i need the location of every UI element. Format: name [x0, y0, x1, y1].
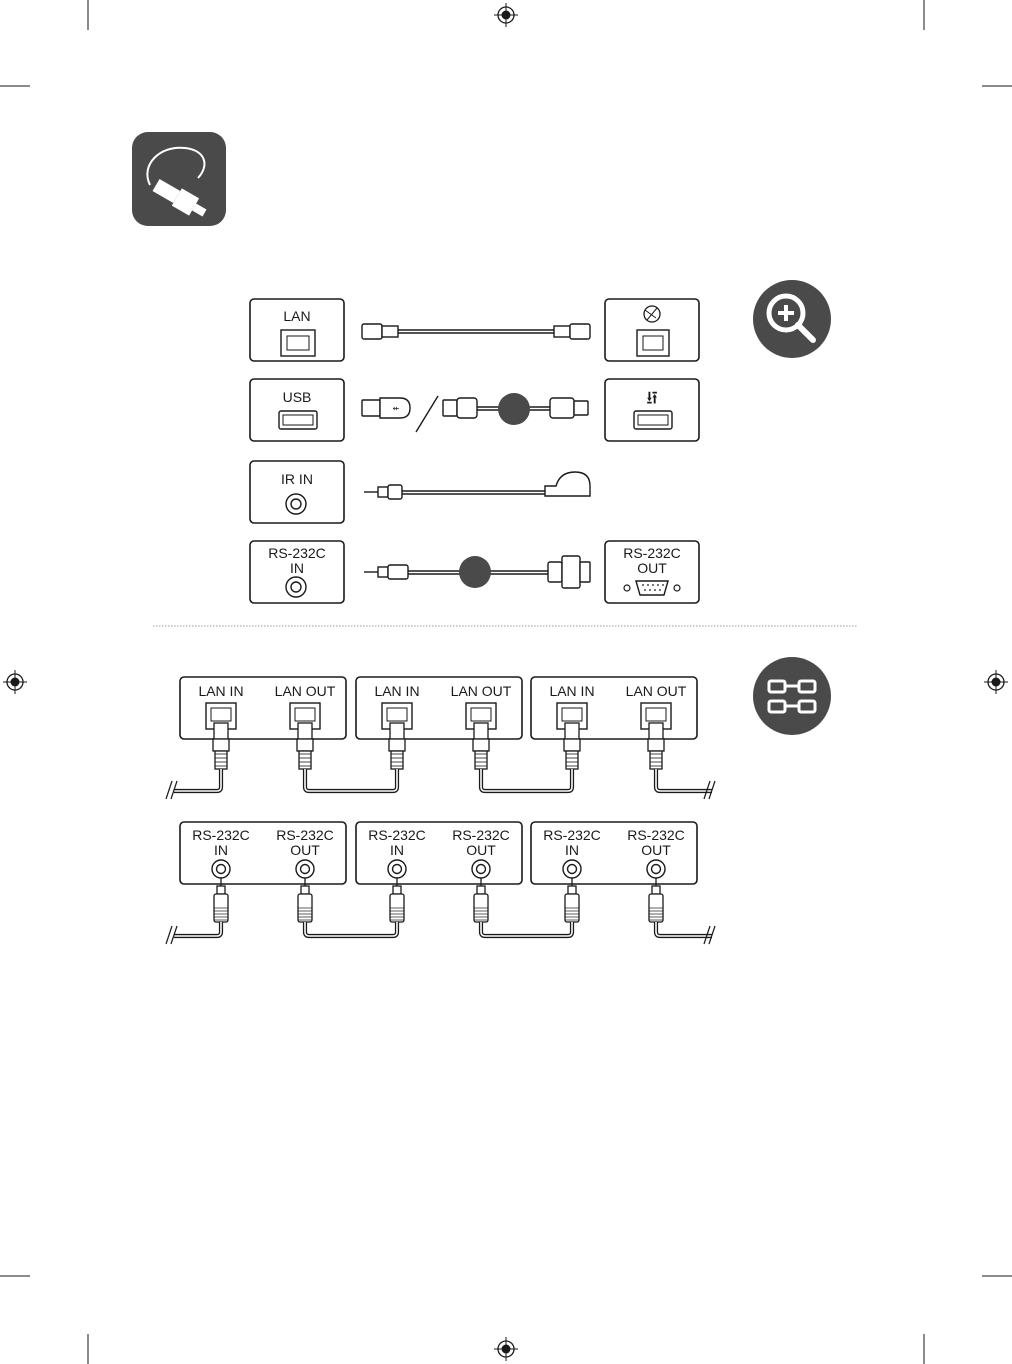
lan-in-label: LAN IN — [549, 683, 594, 699]
rs232c-in-label: RS-232C — [543, 827, 601, 843]
registration-mark-icon — [3, 670, 27, 694]
rs232c-out-sublabel: OUT — [641, 842, 671, 858]
rs232c-out-label: RS-232C — [276, 827, 334, 843]
rs232c-out-sublabel: OUT — [466, 842, 496, 858]
cable-break-mark — [166, 926, 172, 944]
lan-in-label: LAN IN — [374, 683, 419, 699]
incoming-cable — [174, 922, 221, 936]
rs232c-in-sublabel: IN — [214, 842, 228, 858]
rs232c-in-port-box: RS-232C IN — [250, 541, 344, 603]
cable-break-mark — [166, 781, 172, 799]
rs232c-cable — [364, 556, 590, 588]
rs232c-out-label-line1: RS-232C — [623, 545, 681, 561]
network-port-box — [605, 299, 699, 361]
lan-cable-plug — [564, 723, 580, 769]
monitor-panel: LAN IN LAN OUT — [531, 677, 697, 739]
usb-port-box: USB — [250, 379, 344, 441]
link-cable — [305, 922, 397, 936]
rs232c-out-port-box: RS-232C OUT — [605, 541, 699, 603]
lan-out-label: LAN OUT — [451, 683, 512, 699]
link-cable — [481, 769, 572, 791]
rs232c-in-label-line1: RS-232C — [268, 545, 326, 561]
usb-flash-drive: ⇷ — [362, 398, 410, 418]
lan-daisy-chain: LAN IN LAN OUT LAN IN LAN OUT LAN IN LAN OUT — [166, 677, 715, 799]
lan-cable-plug — [473, 723, 489, 769]
svg-text:⇷: ⇷ — [393, 404, 400, 413]
lan-cable-plug — [648, 723, 664, 769]
rs232c-in-label: RS-232C — [192, 827, 250, 843]
lan-port-label: LAN — [283, 308, 310, 324]
rs232c-in-sublabel: IN — [390, 842, 404, 858]
zoom-in-icon — [753, 280, 831, 358]
incoming-cable — [174, 769, 221, 791]
rs232c-out-label: RS-232C — [627, 827, 685, 843]
link-cable — [305, 769, 397, 791]
monitor-panel: LAN IN LAN OUT — [356, 677, 522, 739]
cable-marker — [459, 556, 491, 588]
registration-mark-icon — [494, 1337, 518, 1361]
ir-in-port-box: IR IN — [250, 461, 344, 523]
lan-cable-plug — [297, 723, 313, 769]
ir-receiver-cable — [364, 472, 590, 499]
outgoing-cable — [656, 769, 712, 791]
lan-cable-plug — [389, 723, 405, 769]
lan-cable — [362, 324, 590, 339]
rs232c-out-sublabel: OUT — [290, 842, 320, 858]
usb-port-label: USB — [283, 389, 312, 405]
outgoing-cable — [656, 922, 712, 936]
rs232c-in-label-line2: IN — [290, 560, 304, 576]
monitor-panel: LAN IN LAN OUT — [180, 677, 346, 739]
usb-device-box: ⭿ — [605, 379, 699, 441]
lan-in-label: LAN IN — [198, 683, 243, 699]
link-cable — [481, 922, 572, 936]
rs232c-in-label: RS-232C — [368, 827, 426, 843]
usb-trident-icon: ⭿ — [646, 388, 658, 408]
lan-cable-plug — [213, 723, 229, 769]
lan-out-label: LAN OUT — [626, 683, 687, 699]
rs232c-in-sublabel: IN — [565, 842, 579, 858]
lan-port-box: LAN — [250, 299, 344, 361]
usb-extension-cable — [443, 393, 588, 425]
lan-out-label: LAN OUT — [275, 683, 336, 699]
rs232c-out-label-line2: OUT — [637, 560, 667, 576]
alternative-slash — [416, 396, 438, 432]
rs232c-daisy-chain: RS-232CINRS-232COUTRS-232CINRS-232COUTRS… — [166, 822, 715, 944]
cable-marker — [498, 393, 530, 425]
registration-mark-icon — [984, 670, 1008, 694]
cable-plug-icon — [132, 132, 226, 226]
ir-in-port-label: IR IN — [281, 471, 313, 487]
registration-mark-icon — [494, 3, 518, 27]
daisy-chain-icon — [753, 657, 831, 735]
rs232c-out-label: RS-232C — [452, 827, 510, 843]
